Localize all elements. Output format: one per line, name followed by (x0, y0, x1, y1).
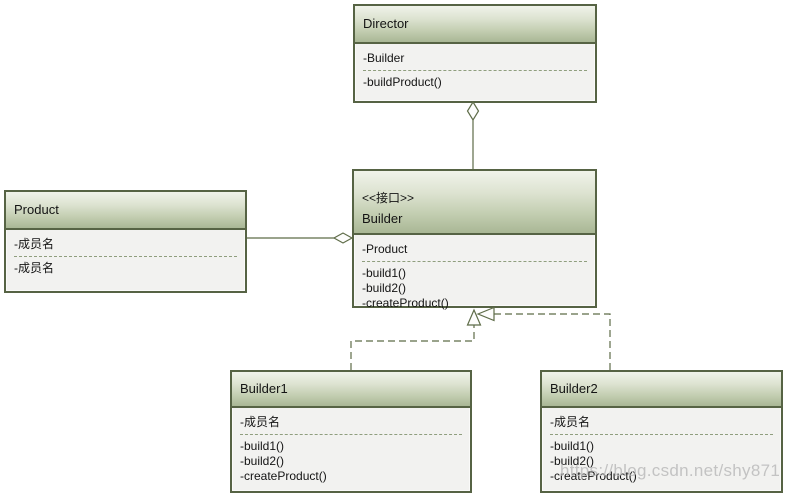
class-box-product: Product -成员名 -成员名 (4, 190, 247, 293)
method: -build2() (240, 454, 285, 468)
class-name: Product (14, 202, 59, 217)
class-header-builder2: Builder2 (542, 372, 781, 408)
method: -createProduct() (550, 469, 637, 483)
class-box-director: Director -Builder -buildProduct() (353, 4, 597, 103)
class-box-builder1: Builder1 -成员名 -build1() -build2() -creat… (230, 370, 472, 493)
compartment-separator (14, 256, 237, 257)
realization-line-builder2 (494, 313, 611, 370)
class-body-director: -Builder -buildProduct() (355, 44, 595, 101)
class-header-builder: <<接口>> Builder (354, 171, 595, 235)
method: -build1() (550, 439, 595, 453)
method: -createProduct() (240, 469, 327, 483)
class-header-product: Product (6, 192, 245, 230)
attribute: -Product (362, 242, 408, 256)
aggregation-diamond-director (466, 100, 480, 122)
interface-stereotype: <<接口>> (362, 191, 415, 205)
method: -build1() (362, 266, 407, 280)
compartment-separator (363, 70, 587, 71)
compartment-separator (362, 261, 587, 262)
method: -createProduct() (362, 296, 449, 310)
class-box-builder: <<接口>> Builder -Product -build1() -build… (352, 169, 597, 310)
class-name: Director (363, 16, 409, 31)
realization-line-builder1 (350, 325, 475, 370)
attribute: -Builder (363, 51, 405, 65)
class-body-builder2: -成员名 -build1() -build2() -createProduct(… (542, 408, 781, 491)
class-name: Builder (362, 211, 403, 226)
compartment-separator (240, 434, 462, 435)
attribute: -成员名 (14, 261, 54, 275)
method: -build1() (240, 439, 285, 453)
class-box-builder2: Builder2 -成员名 -build1() -build2() -creat… (540, 370, 783, 493)
class-name: Builder1 (240, 381, 288, 396)
class-body-builder1: -成员名 -build1() -build2() -createProduct(… (232, 408, 470, 491)
class-name: Builder2 (550, 381, 598, 396)
attribute: -成员名 (14, 237, 54, 251)
method: -buildProduct() (363, 75, 442, 89)
aggregation-diamond-builder (332, 232, 354, 244)
class-header-builder1: Builder1 (232, 372, 470, 408)
compartment-separator (550, 434, 773, 435)
class-body-builder: -Product -build1() -build2() -createProd… (354, 235, 595, 315)
method: -build2() (550, 454, 595, 468)
attribute: -成员名 (550, 415, 590, 429)
class-body-product: -成员名 -成员名 (6, 230, 245, 291)
class-header-director: Director (355, 6, 595, 44)
attribute: -成员名 (240, 415, 280, 429)
method: -build2() (362, 281, 407, 295)
